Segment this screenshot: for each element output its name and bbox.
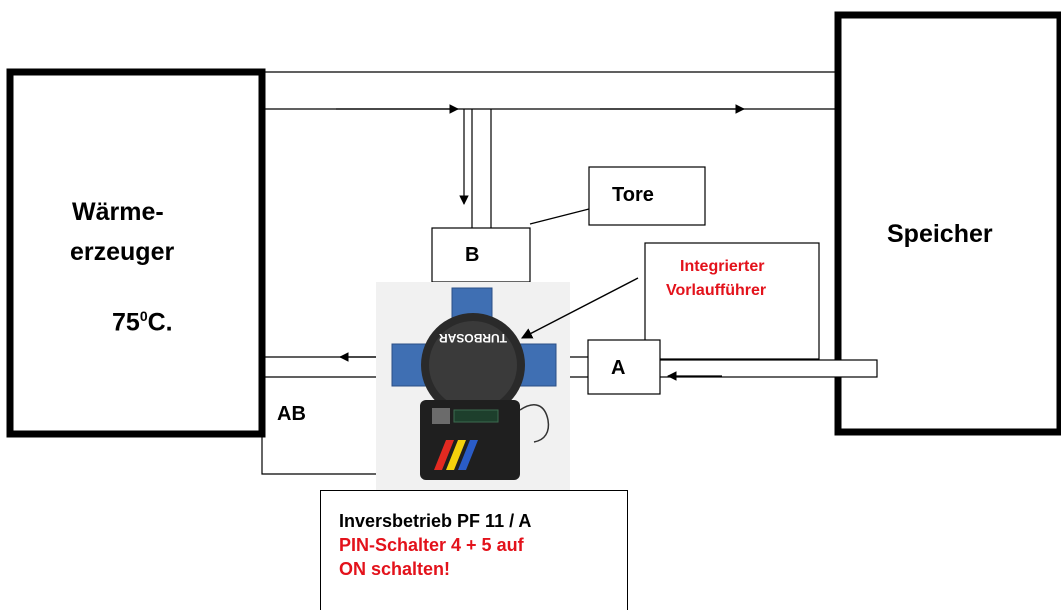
instruction-note: Inversbetrieb PF 11 / A PIN-Schalter 4 +…: [320, 490, 628, 610]
heat-generator-label-2: erzeuger: [70, 238, 175, 266]
tore-label: Tore: [612, 184, 654, 206]
tore-box: [588, 166, 706, 226]
temperature-unit: C.: [147, 308, 173, 337]
device-brand-text: TURBOSAR: [439, 331, 507, 345]
control-cable: [261, 434, 418, 475]
port-a-box: [587, 339, 661, 395]
note-line-2: PIN-Schalter 4 + 5 auf: [339, 535, 524, 555]
temperature-sup: 0: [139, 308, 148, 324]
heat-generator-label-1: Wärme-: [72, 198, 164, 226]
port-b-box: [431, 227, 531, 283]
heat-generator-box: [6, 68, 266, 438]
sensor-pointer-arrow: [521, 277, 639, 339]
port-b-label: B: [465, 244, 480, 266]
port-ab-label: AB: [277, 403, 306, 425]
note-line-1: Inversbetrieb PF 11 / A: [339, 511, 532, 531]
sensor-annotation-line1: Integrierter: [680, 258, 765, 275]
temperature-value: 75: [112, 308, 140, 337]
sensor-outline: [644, 242, 820, 360]
sensor-annotation-line2: Vorlaufführer: [666, 282, 767, 299]
storage-label: Speicher: [887, 220, 993, 248]
turbosar-valve-device: TURBOSAR: [376, 282, 570, 490]
note-line-3: ON schalten!: [339, 559, 451, 579]
port-a-label: A: [611, 357, 626, 379]
tore-connector: [529, 208, 590, 225]
return-pipe: [658, 359, 878, 378]
heat-generator-temperature: 750C.: [112, 308, 173, 337]
